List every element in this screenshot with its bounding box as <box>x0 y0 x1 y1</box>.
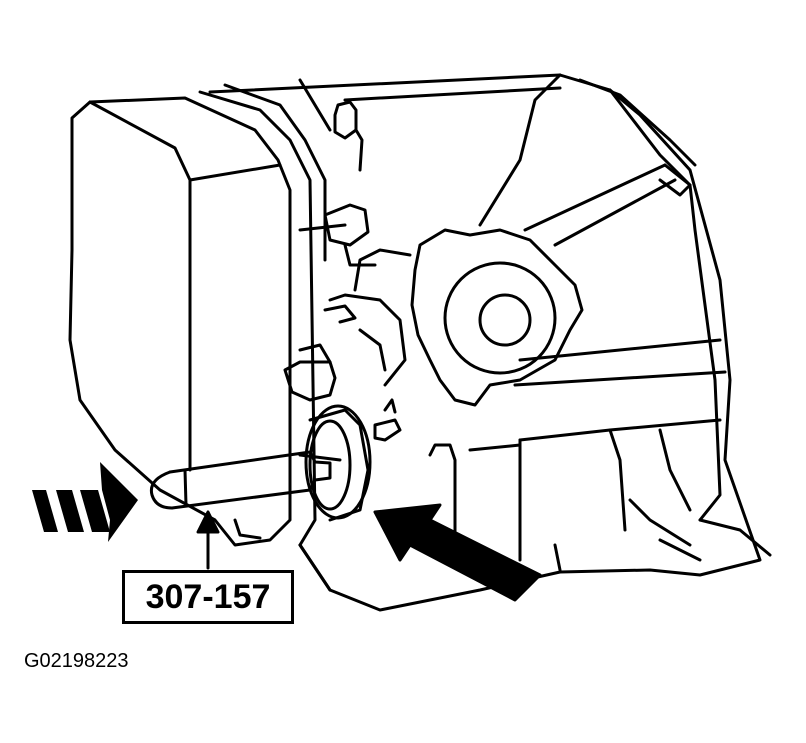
side-cover <box>68 83 327 547</box>
tool-number-text: 307-157 <box>145 577 271 616</box>
seal-housing <box>298 404 372 592</box>
output-flange <box>328 228 584 407</box>
transmission-case <box>208 73 772 612</box>
seal-location-arrow <box>373 503 542 602</box>
seal-installer-tool <box>149 450 332 510</box>
direction-arrow <box>32 462 138 542</box>
tool-pointer-arrow <box>196 510 220 570</box>
figure-id: G02198223 <box>24 650 129 672</box>
flange-bolts <box>283 100 402 442</box>
tool-number-label: 307-157 <box>122 570 294 624</box>
